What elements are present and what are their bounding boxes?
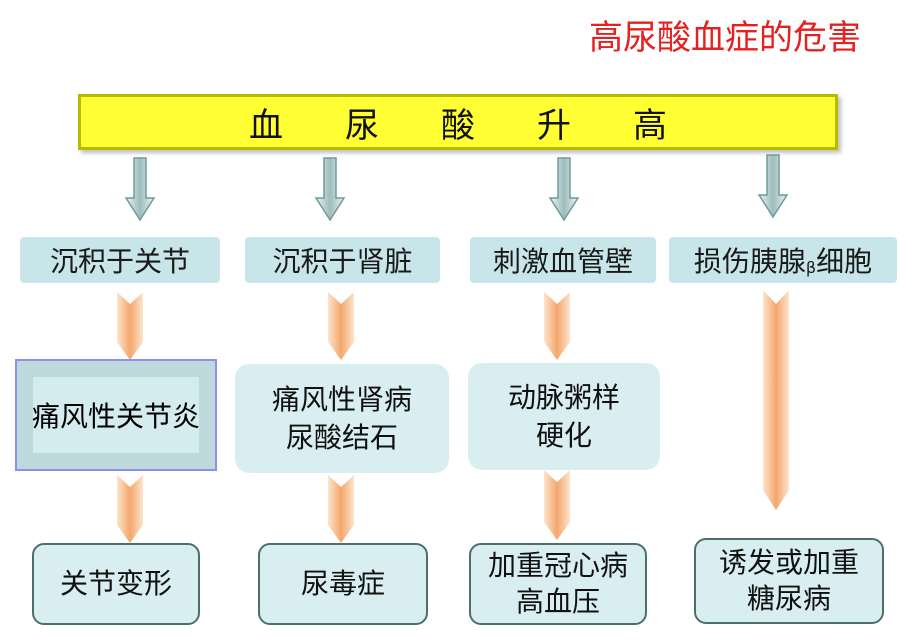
disease-gouty-nephropathy: 痛风性肾病 尿酸结石 [235,364,449,473]
result-diabetes: 诱发或加重 糖尿病 [694,538,884,624]
uric-acid-banner: 血尿酸升高 [78,94,838,150]
cause-kidney: 沉积于肾脏 [245,237,440,283]
disease-line: 硬化 [535,418,592,452]
disease-line: 动脉粥样 [507,380,620,414]
cause-pancreas-tail: 细胞 [816,245,873,278]
cause-joint: 沉积于关节 [20,237,220,283]
result-joint-deformity: 关节变形 [32,543,200,625]
disease-atherosclerosis: 动脉粥样 硬化 [468,363,660,470]
disease-gouty-arthritis-label: 痛风性关节炎 [31,400,200,433]
disease-gouty-arthritis: 痛风性关节炎 [15,359,217,471]
result-heart-disease: 加重冠心病 高血压 [469,543,647,625]
down-arrow-icon [548,157,580,222]
disease-line: 痛风性肾病 [271,382,412,416]
chevron-arrow-icon [328,475,354,543]
result-line: 诱发或加重 [718,546,859,579]
chevron-arrow-icon [544,470,570,540]
page-title: 高尿酸血症的危害 [589,18,861,58]
disease-line: 尿酸结石 [285,420,398,454]
banner-text: 血尿酸升高 [249,105,729,146]
down-arrow-icon [757,154,789,219]
chevron-arrow-icon [117,292,143,360]
result-line: 糖尿病 [746,582,831,615]
result-uremia: 尿毒症 [258,543,428,625]
chevron-arrow-icon [328,292,354,360]
chevron-arrow-icon [117,475,143,543]
down-arrow-icon [124,157,156,222]
cause-pancreas-sub: β [805,257,817,277]
chevron-arrow-icon [544,292,570,360]
cause-vessel: 刺激血管壁 [470,237,656,283]
down-arrow-icon [314,157,346,222]
long-chevron-arrow-icon [763,290,789,510]
result-line: 高血压 [515,585,600,618]
cause-pancreas-main: 损伤胰腺 [693,245,806,278]
result-line: 加重冠心病 [487,549,628,582]
